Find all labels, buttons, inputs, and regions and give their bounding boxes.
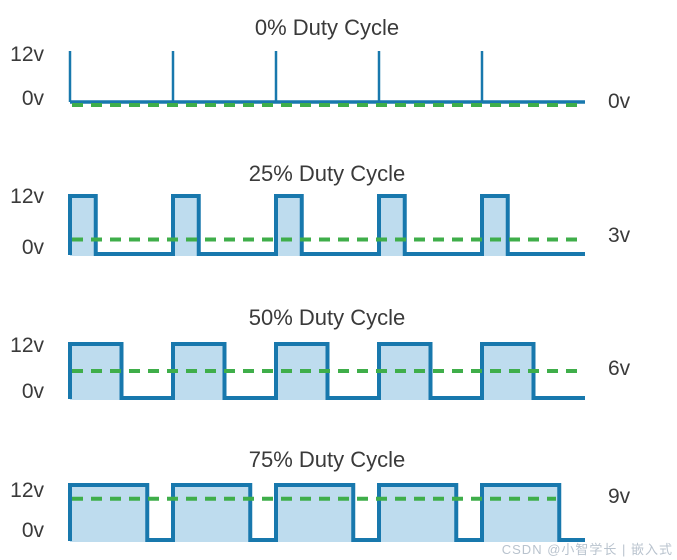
y-axis-label-0v-panel2: 0v xyxy=(21,236,44,259)
average-voltage-label-panel1: 0v xyxy=(608,90,631,113)
y-axis-label-12v-panel4: 12v xyxy=(10,479,44,502)
panel-title-75-duty: 75% Duty Cycle xyxy=(248,447,406,472)
y-axis-label-12v-panel3: 12v xyxy=(10,334,44,357)
average-voltage-label-panel2: 3v xyxy=(608,224,631,247)
y-axis-label-12v-panel2: 12v xyxy=(10,185,44,208)
average-voltage-label-panel4: 9v xyxy=(608,485,631,508)
y-axis-label-0v-panel4: 0v xyxy=(21,519,44,542)
average-voltage-label-panel3: 6v xyxy=(608,357,631,380)
panel-title-50-duty: 50% Duty Cycle xyxy=(248,305,406,330)
panel-title-25-duty: 25% Duty Cycle xyxy=(248,161,406,186)
y-axis-label-12v-panel1: 12v xyxy=(10,43,44,66)
y-axis-label-0v-panel1: 0v xyxy=(21,87,44,110)
csdn-watermark: CSDN @小智学长 | 嵌入式 xyxy=(501,542,673,557)
panel-title-0-duty: 0% Duty Cycle xyxy=(254,15,400,40)
y-axis-label-0v-panel3: 0v xyxy=(21,380,44,403)
